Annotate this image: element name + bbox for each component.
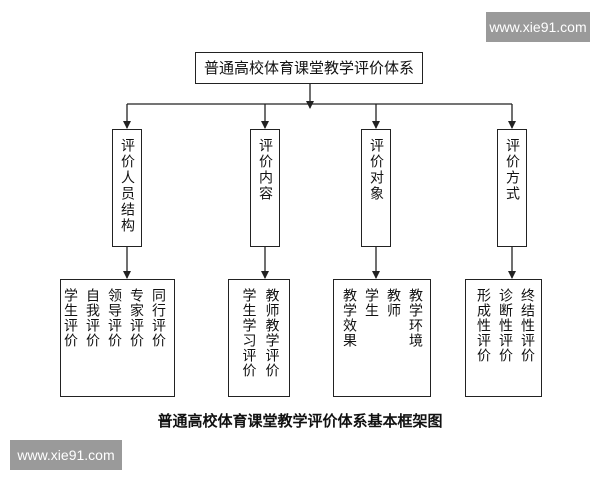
leaf-item: 自我评价 — [84, 288, 100, 348]
leaf-item: 教学环境 — [407, 288, 423, 348]
category-node-object: 评价对象 — [361, 129, 391, 247]
leaf-node-method: 终结性评价 诊断性评价 形成性评价 — [465, 279, 542, 397]
leaf-item: 教师教学评价 — [263, 288, 280, 378]
leaf-item: 诊断性评价 — [497, 288, 513, 363]
leaf-item: 学生 — [363, 288, 379, 318]
leaf-node-content: 教师教学评价 学生学习评价 — [228, 279, 290, 397]
leaf-item: 专家评价 — [128, 288, 144, 348]
leaf-item: 同行评价 — [150, 288, 166, 348]
diagram-caption: 普通高校体育课堂教学评价体系基本框架图 — [157, 412, 443, 430]
category-label: 评价对象 — [368, 138, 384, 202]
leaf-item: 形成性评价 — [475, 288, 491, 363]
leaf-item: 终结性评价 — [519, 288, 535, 363]
category-label: 评价内容 — [257, 138, 273, 202]
leaf-item: 学生学习评价 — [240, 288, 257, 378]
leaf-item: 学生评价 — [62, 288, 78, 348]
category-node-structure: 评价人员结构 — [112, 129, 142, 247]
root-node: 普通高校体育课堂教学评价体系 — [195, 52, 423, 84]
leaf-node-object: 教学环境 教师 学生 教学效果 — [333, 279, 431, 397]
leaf-node-structure: 同行评价 专家评价 领导评价 自我评价 学生评价 — [60, 279, 175, 397]
category-node-method: 评价方式 — [497, 129, 527, 247]
category-label: 评价方式 — [504, 138, 520, 202]
watermark-bottom: www.xie91.com — [10, 440, 122, 470]
category-label: 评价人员结构 — [119, 138, 135, 234]
leaf-item: 领导评价 — [106, 288, 122, 348]
leaf-item: 教学效果 — [341, 288, 357, 348]
category-node-content: 评价内容 — [250, 129, 280, 247]
watermark-top: www.xie91.com — [486, 12, 590, 42]
leaf-item: 教师 — [385, 288, 401, 318]
